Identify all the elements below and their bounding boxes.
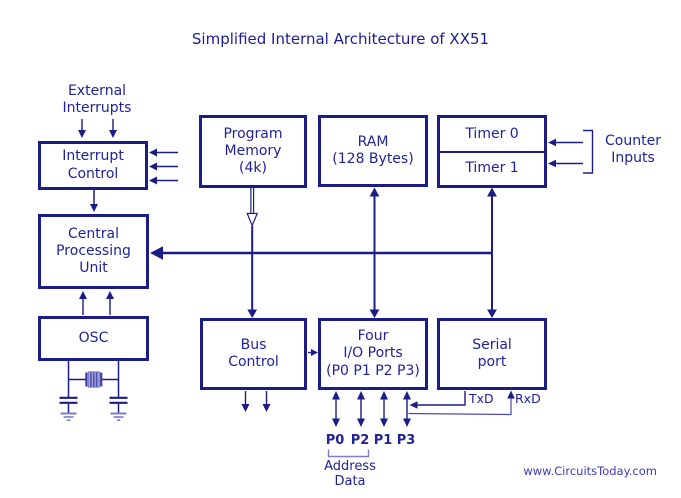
website-link[interactable]: www.CircuitsToday.com xyxy=(523,464,657,478)
ram-io-bus-line xyxy=(369,187,380,318)
block-io-ports: Four I/O Ports (P0 P1 P2 P3) xyxy=(318,318,428,390)
address-data-label: Address Data xyxy=(324,459,376,490)
block-osc-label: OSC xyxy=(78,329,109,346)
block-ram: RAM (128 Bytes) xyxy=(318,115,428,187)
timer-serial-bus-line xyxy=(487,187,497,318)
block-io-ports-label: Four I/O Ports (P0 P1 P2 P3) xyxy=(326,328,420,379)
block-serial-port-label: Serial port xyxy=(472,336,512,370)
crystal-wires xyxy=(67,360,120,397)
block-cpu-label: Central Processing Unit xyxy=(56,225,131,277)
external-interrupts-label: External Interrupts xyxy=(62,83,132,116)
rxd-label: RxD xyxy=(515,391,541,406)
block-serial-port: Serial port xyxy=(437,318,547,390)
crystal-icon xyxy=(85,371,103,388)
system-bus-arrow xyxy=(150,246,492,260)
program-memory-bus-line xyxy=(246,188,259,318)
counter-inputs-label: Counter Inputs xyxy=(605,133,661,166)
crystal-circuit xyxy=(59,360,128,422)
block-timer1-label: Timer 1 xyxy=(465,160,519,177)
block-ram-label: RAM (128 Bytes) xyxy=(332,133,414,167)
ground-icons xyxy=(60,412,127,422)
external-interrupt-arrows xyxy=(78,119,117,138)
block-timer1: Timer 1 xyxy=(440,153,544,186)
interrupt-source-arrows xyxy=(149,148,178,185)
block-bus-control-label: Bus Control xyxy=(228,336,279,370)
block-program-memory: Program Memory (4k) xyxy=(199,115,307,188)
osc-to-cpu-arrows xyxy=(79,291,114,315)
block-timer0: Timer 0 xyxy=(440,118,544,151)
block-interrupt-control: Interrupt Control xyxy=(38,141,148,190)
block-program-memory-label: Program Memory (4k) xyxy=(223,125,283,177)
port-label-p2: P2 xyxy=(350,433,370,448)
timer-divider xyxy=(440,150,544,153)
block-interrupt-control-label: Interrupt Control xyxy=(62,148,124,182)
interrupt-to-cpu-arrow xyxy=(90,190,98,212)
io-port-arrows xyxy=(332,391,411,427)
address-data-bracket xyxy=(327,449,370,458)
txd-label: TxD xyxy=(469,391,494,406)
diagram-title: Simplified Internal Architecture of XX51 xyxy=(191,30,490,48)
port-label-p0: P0 xyxy=(325,433,345,448)
block-timer0-label: Timer 0 xyxy=(465,125,519,142)
block-osc: OSC xyxy=(38,316,149,361)
buscontrol-to-io-arrow xyxy=(308,349,318,356)
counter-bracket xyxy=(583,129,594,174)
buscontrol-output-arrows xyxy=(241,391,271,412)
hollow-arrowhead xyxy=(246,212,259,228)
block-cpu: Central Processing Unit xyxy=(38,214,149,289)
port-label-p3: P3 xyxy=(396,433,416,448)
txd-line xyxy=(409,391,466,409)
block-bus-control: Bus Control xyxy=(200,318,307,390)
counter-input-arrows xyxy=(548,129,594,174)
block-timers: Timer 0 Timer 1 xyxy=(437,115,547,188)
port-label-p1: P1 xyxy=(373,433,393,448)
capacitor-icons xyxy=(59,396,128,413)
